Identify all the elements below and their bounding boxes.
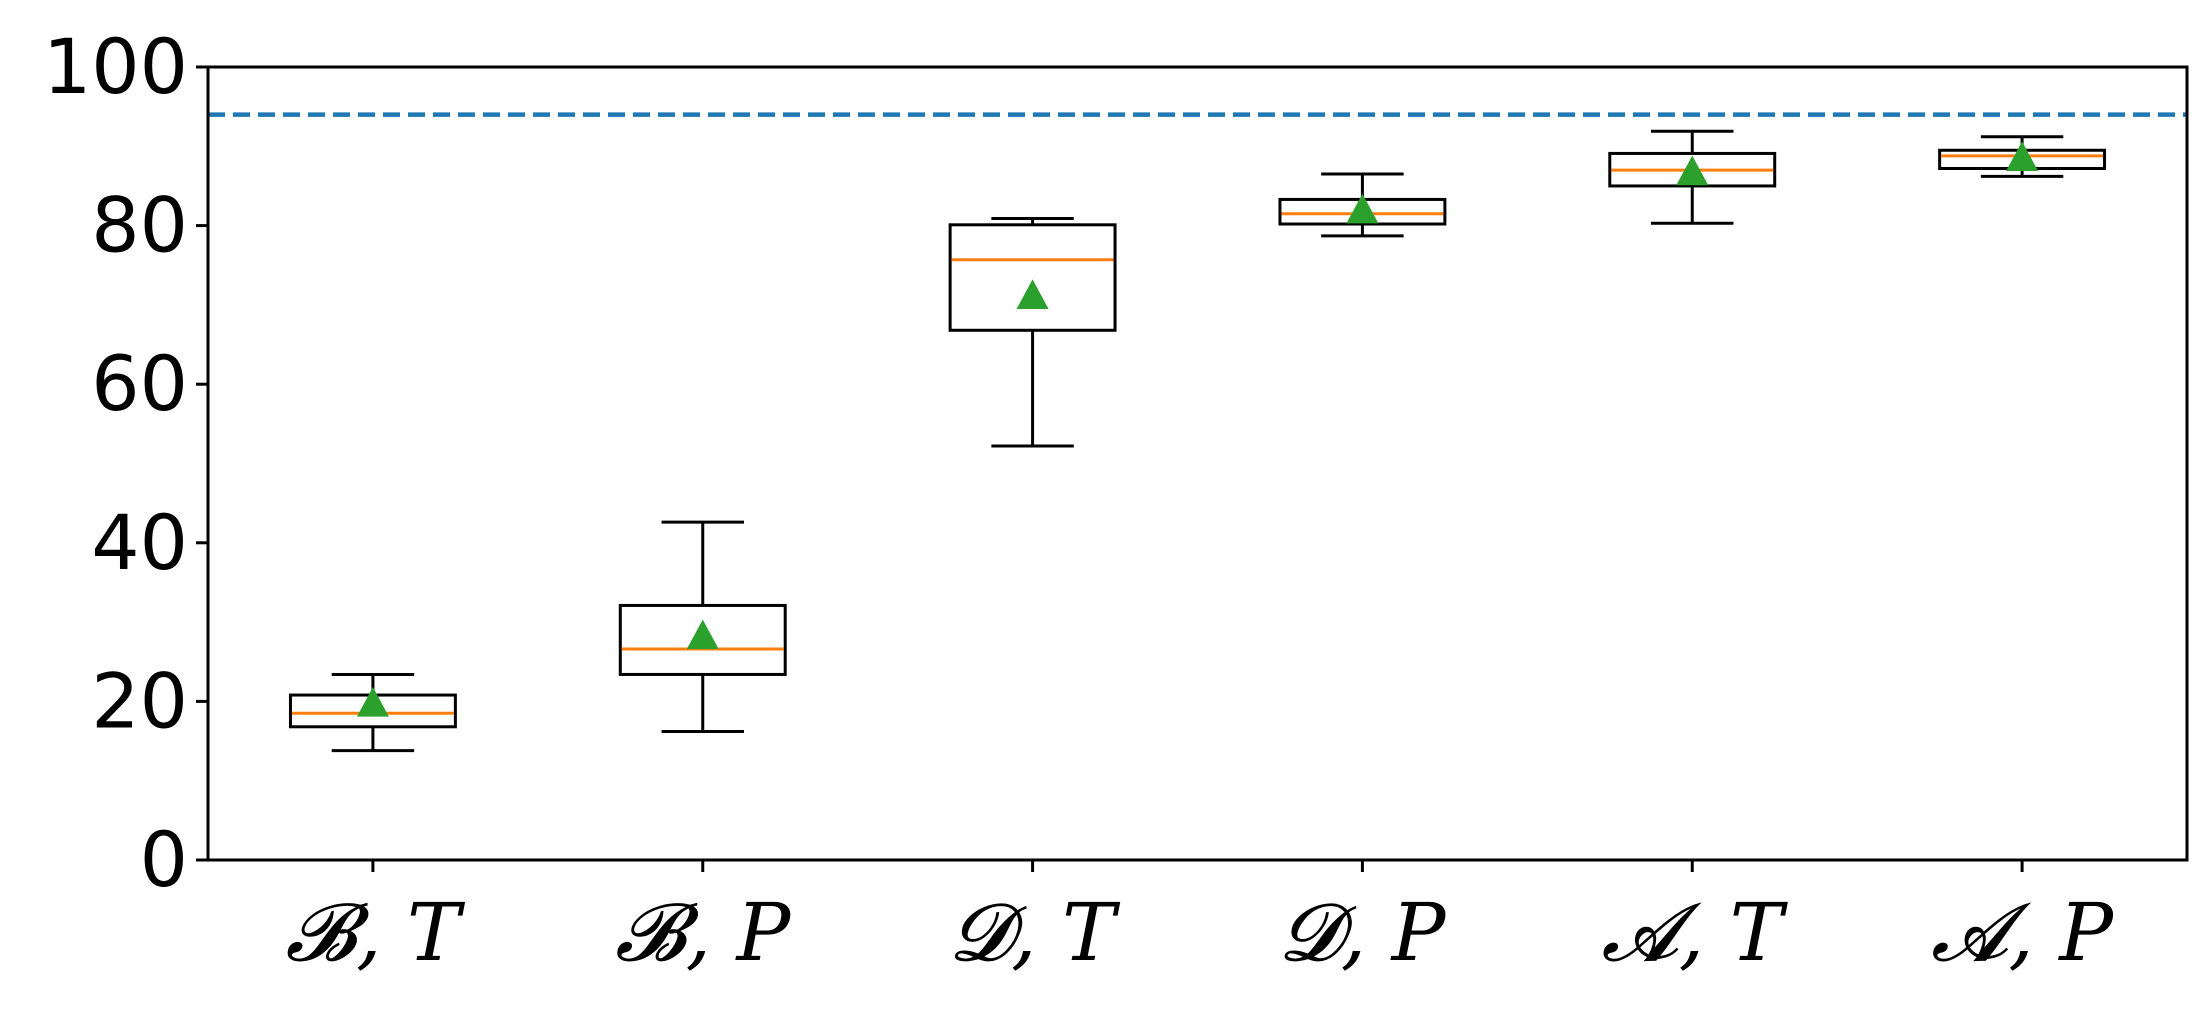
box-layer: [288, 129, 2107, 753]
y-tick-label: 20: [91, 656, 188, 745]
y-tick-label: 60: [91, 339, 188, 428]
mean-marker: [1346, 193, 1379, 224]
mean-marker: [356, 686, 389, 717]
x-tick-label: 𝓐, T: [1602, 886, 1789, 979]
mean-marker: [2006, 141, 2039, 172]
mean-marker: [686, 619, 719, 650]
y-tick-label: 100: [43, 22, 188, 111]
box-iqr: [948, 223, 1117, 332]
box-group: [618, 520, 787, 734]
box-group: [288, 672, 457, 753]
x-tick-label: 𝓓, T: [950, 886, 1121, 979]
x-tick-label: 𝓓, P: [1279, 886, 1446, 979]
plot-frame: [206, 65, 2189, 862]
box-iqr: [618, 603, 787, 676]
box-iqr: [1608, 151, 1777, 188]
y-tick-label: 80: [91, 181, 188, 270]
box-group: [1278, 172, 1447, 238]
mean-marker: [1016, 279, 1049, 309]
box-group: [948, 216, 1117, 448]
x-tick-label: 𝓑, P: [615, 886, 791, 979]
box-group: [1608, 129, 1777, 225]
x-tick-label: 𝓐, P: [1931, 886, 2114, 979]
y-tick-label: 40: [91, 498, 188, 587]
box-group: [1938, 135, 2107, 178]
x-tick-label: 𝓑, T: [286, 886, 466, 979]
axis-layer: 0 20 40 60 80 100 𝓑, T 𝓑, P 𝓓, T 𝓓, P 𝓐, T 𝓐, P: [43, 22, 2189, 979]
mean-marker: [1676, 155, 1709, 186]
y-tick-label: 0: [140, 815, 188, 904]
